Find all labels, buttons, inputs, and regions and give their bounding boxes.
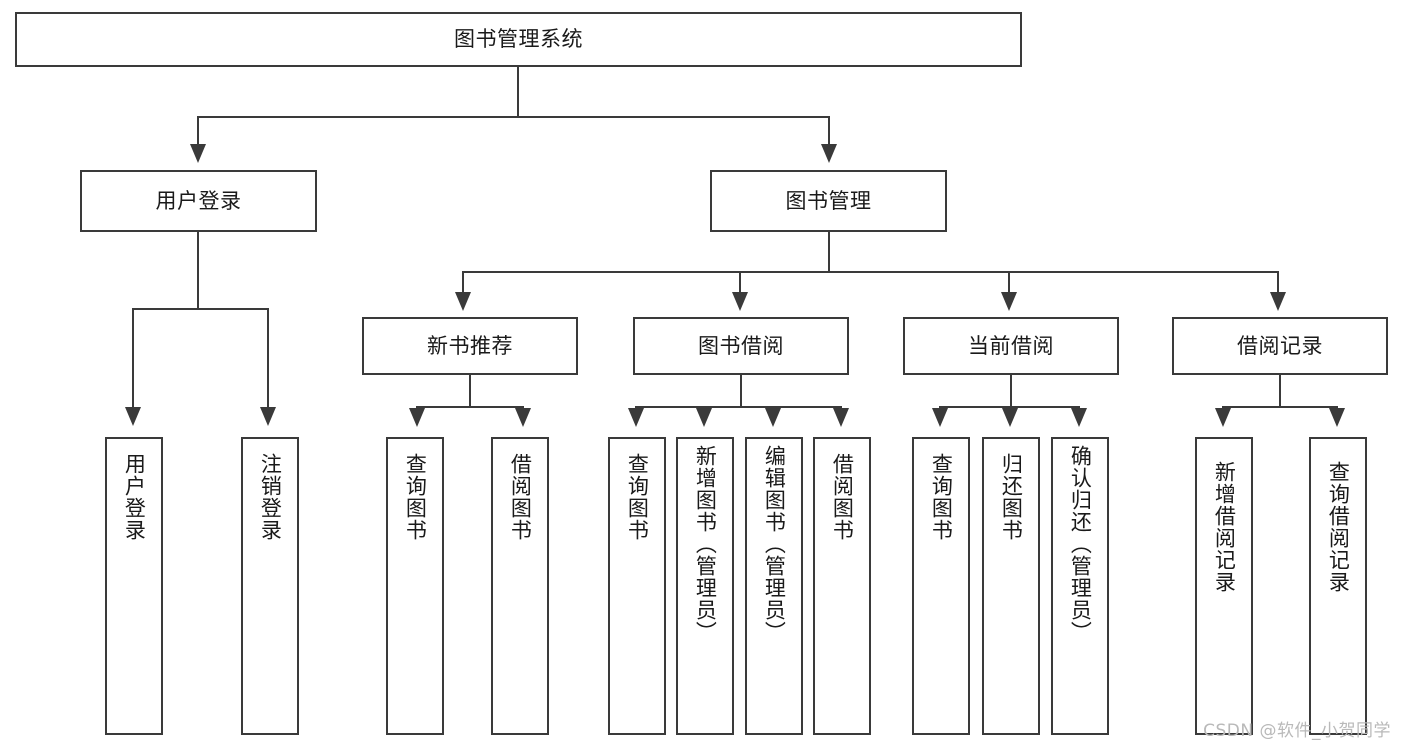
arrow-bm-to-book-borrow [732, 292, 748, 311]
node-leaf-query-book-3[interactable]: 查询图书 [912, 437, 970, 735]
arrow-root-to-book-management [821, 144, 837, 163]
edge-nbr-drop [469, 375, 471, 407]
node-leaf-edit-book-label: 编辑图书（管理员） [762, 445, 787, 643]
node-leaf-query-record-label: 查询借阅记录 [1326, 461, 1351, 593]
node-root[interactable]: 图书管理系统 [15, 12, 1022, 67]
node-leaf-return-book[interactable]: 归还图书 [982, 437, 1040, 735]
node-leaf-confirm-return[interactable]: 确认归还（管理员） [1051, 437, 1109, 735]
arrow-bm-to-new-book-recommend [455, 292, 471, 311]
node-leaf-borrow-book-1-label: 借阅图书 [508, 453, 533, 541]
node-leaf-query-book-1[interactable]: 查询图书 [386, 437, 444, 735]
node-leaf-add-book[interactable]: 新增图书（管理员） [676, 437, 734, 735]
node-leaf-confirm-return-label: 确认归还（管理员） [1068, 445, 1093, 643]
node-new-book-recommend[interactable]: 新书推荐 [362, 317, 578, 375]
node-leaf-add-record-label: 新增借阅记录 [1212, 461, 1237, 593]
edge-book-management-bus [462, 271, 1279, 273]
arrow-nbr-to-leaf-1 [409, 408, 425, 427]
node-leaf-borrow-book-1[interactable]: 借阅图书 [491, 437, 549, 735]
node-book-borrow-label: 图书借阅 [698, 333, 784, 358]
edge-root-bus [197, 116, 830, 118]
edge-br-drop [1279, 375, 1281, 407]
node-book-borrow[interactable]: 图书借阅 [633, 317, 849, 375]
node-leaf-borrow-book-2-label: 借阅图书 [830, 453, 855, 541]
edge-cb-drop [1010, 375, 1012, 407]
node-leaf-borrow-book-2[interactable]: 借阅图书 [813, 437, 871, 735]
edge-nbr-bus [416, 406, 524, 408]
arrow-cb-to-leaf-1 [932, 408, 948, 427]
arrow-br-to-leaf-1 [1215, 408, 1231, 427]
arrow-root-to-user-login [190, 144, 206, 163]
edge-bm-to-borrow-record [1277, 271, 1279, 293]
arrow-bb-to-leaf-4 [833, 408, 849, 427]
node-leaf-user-login-label: 用户登录 [122, 453, 147, 541]
edge-bm-to-current-borrow [1008, 271, 1010, 293]
edge-br-bus [1222, 406, 1338, 408]
arrow-bm-to-current-borrow [1001, 292, 1017, 311]
node-new-book-recommend-label: 新书推荐 [427, 333, 513, 358]
node-current-borrow[interactable]: 当前借阅 [903, 317, 1119, 375]
node-leaf-add-book-label: 新增图书（管理员） [693, 445, 718, 643]
arrow-cb-to-leaf-3 [1071, 408, 1087, 427]
node-leaf-user-login[interactable]: 用户登录 [105, 437, 163, 735]
edge-root-drop [517, 67, 519, 117]
edge-user-login-drop [197, 232, 199, 309]
node-current-borrow-label: 当前借阅 [968, 333, 1054, 358]
node-user-login-label: 用户登录 [155, 188, 242, 213]
watermark-text: CSDN @软件_小贺同学 [1203, 721, 1391, 741]
edge-bm-to-new-book-recommend [462, 271, 464, 293]
arrow-user-login-to-leaf-user-login [125, 407, 141, 426]
node-borrow-record[interactable]: 借阅记录 [1172, 317, 1388, 375]
arrow-br-to-leaf-2 [1329, 408, 1345, 427]
arrow-bb-to-leaf-1 [628, 408, 644, 427]
arrow-bb-to-leaf-3 [765, 408, 781, 427]
arrow-user-login-to-leaf-logout [260, 407, 276, 426]
arrow-bm-to-borrow-record [1270, 292, 1286, 311]
arrow-nbr-to-leaf-2 [515, 408, 531, 427]
edge-user-login-to-leaf-user-login [132, 308, 134, 408]
edge-bb-drop [740, 375, 742, 407]
edge-book-management-drop [828, 232, 830, 272]
node-leaf-query-book-2-label: 查询图书 [625, 453, 650, 541]
edge-bm-to-book-borrow [739, 271, 741, 293]
node-user-login[interactable]: 用户登录 [80, 170, 317, 232]
node-leaf-return-book-label: 归还图书 [999, 453, 1024, 541]
node-leaf-edit-book[interactable]: 编辑图书（管理员） [745, 437, 803, 735]
node-leaf-add-record[interactable]: 新增借阅记录 [1195, 437, 1253, 735]
edge-root-to-book-management [828, 116, 830, 145]
edge-user-login-bus [132, 308, 269, 310]
node-leaf-query-record[interactable]: 查询借阅记录 [1309, 437, 1367, 735]
node-book-management-label: 图书管理 [785, 188, 872, 213]
arrow-bb-to-leaf-2 [696, 408, 712, 427]
edge-bb-bus [635, 406, 841, 408]
node-leaf-query-book-1-label: 查询图书 [403, 453, 428, 541]
node-root-label: 图书管理系统 [454, 27, 583, 52]
node-book-management[interactable]: 图书管理 [710, 170, 947, 232]
node-leaf-query-book-3-label: 查询图书 [929, 453, 954, 541]
node-leaf-logout[interactable]: 注销登录 [241, 437, 299, 735]
node-borrow-record-label: 借阅记录 [1237, 333, 1323, 358]
arrow-cb-to-leaf-2 [1002, 408, 1018, 427]
node-leaf-query-book-2[interactable]: 查询图书 [608, 437, 666, 735]
node-leaf-logout-label: 注销登录 [258, 453, 283, 541]
edge-user-login-to-leaf-logout [267, 308, 269, 408]
edge-root-to-user-login [197, 116, 199, 145]
